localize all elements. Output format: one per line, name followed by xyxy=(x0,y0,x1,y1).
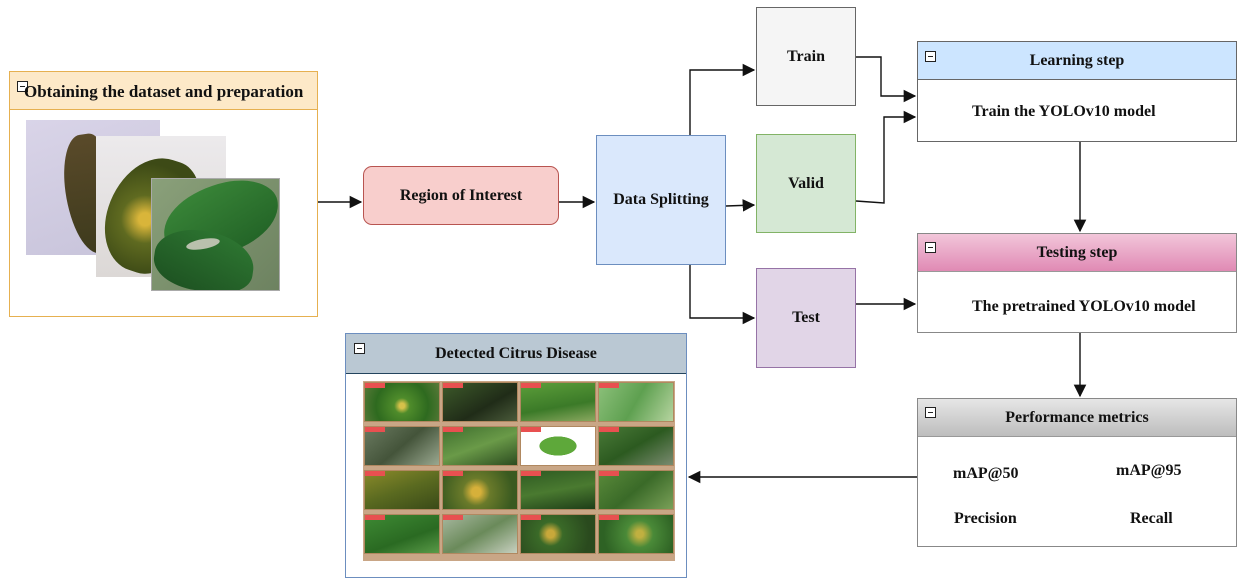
testing-step-body: The pretrained YOLOv10 model xyxy=(972,298,1196,315)
detection-grid xyxy=(363,381,675,561)
roi-label: Region of Interest xyxy=(399,186,523,204)
collapse-icon[interactable] xyxy=(925,242,936,253)
collapse-icon[interactable] xyxy=(17,81,28,92)
test-box[interactable]: Test xyxy=(756,268,856,368)
detection-image xyxy=(364,514,440,554)
dataset-panel: Obtaining the dataset and preparation xyxy=(9,71,318,317)
testing-step-title: Testing step xyxy=(1036,243,1118,261)
detection-image xyxy=(364,426,440,466)
testing-step-panel: Testing step The pretrained YOLOv10 mode… xyxy=(917,233,1237,333)
detection-image xyxy=(364,470,440,510)
detection-image xyxy=(598,426,674,466)
arrow-valid-to-learning xyxy=(855,110,917,204)
learning-step-title: Learning step xyxy=(1029,51,1125,69)
arrow-splitting-to-valid xyxy=(725,199,756,212)
detection-image xyxy=(442,382,518,422)
test-label: Test xyxy=(792,309,820,326)
leaf-image-3 xyxy=(151,178,280,291)
arrow-train-to-learning xyxy=(856,56,917,103)
detection-image xyxy=(598,470,674,510)
detected-disease-header: Detected Citrus Disease xyxy=(346,334,686,374)
valid-box[interactable]: Valid xyxy=(756,134,856,233)
performance-metrics-title: Performance metrics xyxy=(1005,408,1149,426)
roi-box[interactable]: Region of Interest xyxy=(363,166,559,225)
valid-label: Valid xyxy=(788,174,824,192)
metric-map50: mAP@50 xyxy=(953,465,1019,482)
detection-image xyxy=(364,382,440,422)
train-label: Train xyxy=(787,47,825,65)
metric-recall: Recall xyxy=(1130,510,1173,527)
detection-image xyxy=(598,382,674,422)
detection-image xyxy=(520,382,596,422)
metric-precision: Precision xyxy=(954,510,1017,527)
detection-image xyxy=(598,514,674,554)
arrow-splitting-to-test xyxy=(689,265,756,325)
learning-step-body: Train the YOLOv10 model xyxy=(972,103,1156,120)
learning-step-header: Learning step xyxy=(918,42,1236,80)
detection-image xyxy=(442,470,518,510)
train-box[interactable]: Train xyxy=(756,7,856,106)
learning-step-panel: Learning step Train the YOLOv10 model xyxy=(917,41,1237,142)
collapse-icon[interactable] xyxy=(354,343,365,354)
collapse-icon[interactable] xyxy=(925,51,936,62)
data-splitting-label: Data Splitting xyxy=(613,191,709,208)
detection-image xyxy=(520,470,596,510)
detected-disease-panel: Detected Citrus Disease xyxy=(345,333,687,578)
arrow-splitting-to-train xyxy=(689,63,756,135)
testing-step-header: Testing step xyxy=(918,234,1236,272)
detection-image xyxy=(520,426,596,466)
detected-disease-title: Detected Citrus Disease xyxy=(435,344,597,362)
detection-image xyxy=(520,514,596,554)
detection-image xyxy=(442,514,518,554)
performance-metrics-panel: Performance metrics mAP@50 mAP@95 Precis… xyxy=(917,398,1237,547)
collapse-icon[interactable] xyxy=(925,407,936,418)
detection-image xyxy=(442,426,518,466)
dataset-panel-header: Obtaining the dataset and preparation xyxy=(10,72,317,110)
dataset-panel-title: Obtaining the dataset and preparation xyxy=(24,82,304,101)
metric-map95: mAP@95 xyxy=(1116,462,1182,479)
data-splitting-box[interactable]: Data Splitting xyxy=(596,135,726,265)
performance-metrics-header: Performance metrics xyxy=(918,399,1236,437)
